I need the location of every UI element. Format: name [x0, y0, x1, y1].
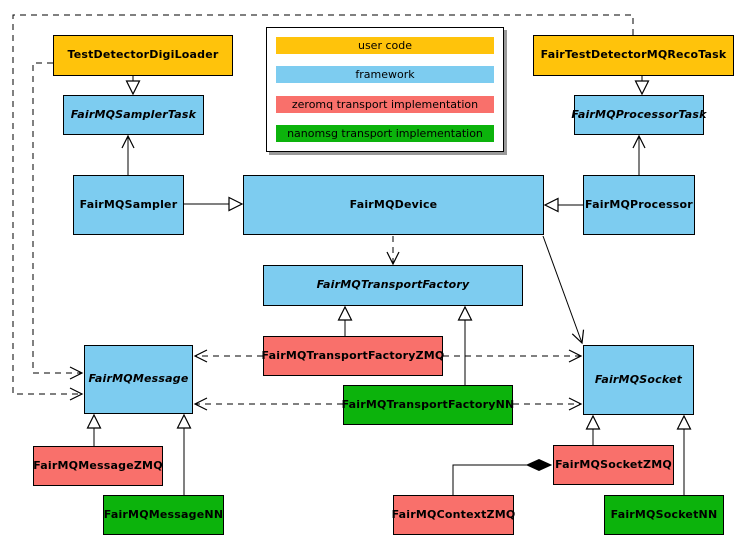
legend-label: framework — [355, 68, 415, 82]
legend-item-user-code: user code — [276, 37, 494, 54]
edge-recotask-uses-message — [12, 14, 634, 401]
node-label: FairMQMessage — [88, 372, 189, 386]
node-label: FairMQTransportFactory — [316, 278, 470, 292]
node-label: FairMQTransportFactoryNN — [341, 397, 515, 411]
node-fairmqmessagezmq: FairMQMessageZMQ — [33, 446, 163, 486]
node-label: FairMQContextZMQ — [391, 507, 516, 521]
node-label: FairMQSocket — [594, 372, 683, 386]
node-fairmqdevice: FairMQDevice — [243, 175, 544, 235]
node-fairmqcontextzmq: FairMQContextZMQ — [391, 495, 516, 535]
node-label: FairMQSocketZMQ — [555, 457, 672, 471]
node-fairmqsampler: FairMQSampler — [73, 175, 184, 235]
node-fairmqsocket: FairMQSocket — [583, 345, 694, 415]
node-testdetectordigiloader: TestDetectorDigiLoader — [53, 35, 233, 76]
edge-contextzmq-partof-socketzmq — [452, 458, 553, 495]
node-fairmqmessagenn: FairMQMessageNN — [103, 495, 224, 535]
node-fairmqsocketzmq: FairMQSocketZMQ — [553, 445, 674, 485]
node-fairmqtransportfactorynn: FairMQTransportFactoryNN — [341, 385, 515, 425]
node-label: FairMQDevice — [349, 197, 438, 211]
node-label: FairMQSamplerTask — [70, 107, 197, 121]
node-label: FairMQTransportFactoryZMQ — [261, 348, 445, 362]
edge-digiloader-uses-message — [32, 62, 84, 380]
node-label: FairMQMessageNN — [103, 507, 224, 521]
node-fairmqtransportfactory: FairMQTransportFactory — [263, 265, 523, 306]
node-fairmqsocketnn: FairMQSocketNN — [604, 495, 724, 535]
legend-panel: user code framework zeromq transport imp… — [266, 27, 504, 152]
node-fairmqprocessortask: FairMQProcessorTask — [571, 95, 707, 135]
node-fairmqprocessor: FairMQProcessor — [583, 175, 695, 235]
node-label: TestDetectorDigiLoader — [67, 48, 219, 62]
node-label: FairMQProcessorTask — [571, 107, 707, 121]
node-label: FairTestDetectorMQRecoTask — [540, 48, 727, 62]
node-label: FairMQProcessor — [585, 197, 693, 211]
legend-label: user code — [357, 39, 413, 52]
edge-device-uses-socket — [542, 235, 585, 345]
legend-item-zeromq: zeromq transport implementation — [276, 95, 494, 113]
legend-label: nanomsg transport implementation — [287, 126, 483, 140]
node-fairtestdetectormqrecotask: FairTestDetectorMQRecoTask — [533, 35, 734, 76]
node-label: FairMQSocketNN — [610, 507, 718, 521]
legend-label: zeromq transport implementation — [291, 97, 479, 111]
node-fairmqtransportfactoryzmq: FairMQTransportFactoryZMQ — [261, 336, 445, 376]
node-fairmqmessage: FairMQMessage — [84, 345, 193, 414]
node-fairmqsamplertask: FairMQSamplerTask — [63, 95, 204, 135]
legend-item-nanomsg: nanomsg transport implementation — [276, 124, 494, 142]
node-label: FairMQMessageZMQ — [33, 458, 163, 472]
node-label: FairMQSampler — [79, 197, 178, 211]
legend-item-framework: framework — [276, 66, 494, 84]
